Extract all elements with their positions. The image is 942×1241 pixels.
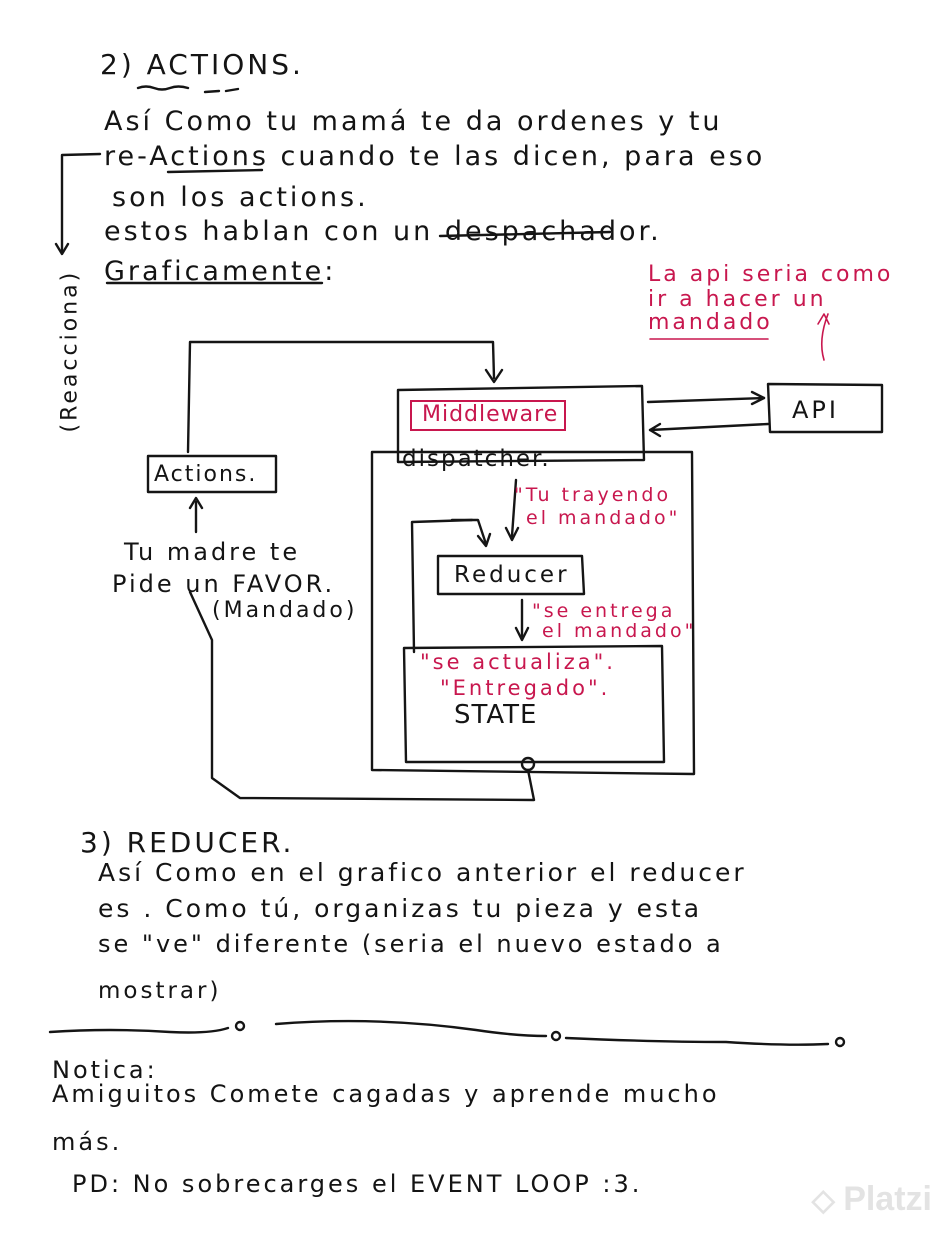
trayendo-1: "Tu trayendo <box>514 484 672 506</box>
reducer-box <box>436 554 586 596</box>
reducer-label: Reducer <box>454 562 570 588</box>
api-note-1: La api seria como <box>648 262 894 287</box>
actions-line-1: Así Como tu mamá te da ordenes y tu <box>104 106 723 137</box>
state-label: STATE <box>454 700 538 730</box>
reducer-line-1: Así Como en el grafico anterior el reduc… <box>98 858 747 887</box>
actualiza-2: "Entregado". <box>440 676 611 700</box>
heading-underline <box>136 85 240 94</box>
madre-3: (Mandado) <box>212 598 358 623</box>
api-note-2: ir a hacer un <box>648 287 827 312</box>
reacciona-label: (Reacciona) <box>57 269 83 433</box>
madre-1: Tu madre te <box>124 538 301 566</box>
actions-line-2: re-Actions cuando te las dicen, para eso <box>104 141 766 172</box>
api-note-3: mandado <box>648 310 773 335</box>
notica-line-2: más. <box>52 1128 123 1156</box>
reducer-line-3: se "ve" diferente (seria el nuevo estado… <box>98 930 724 958</box>
entrega-1: "se entrega <box>532 600 676 622</box>
entrega-2: el mandado" <box>542 620 697 642</box>
platzi-logo-icon: ◇ <box>811 1184 844 1217</box>
notica-heading: Notica: <box>52 1056 158 1084</box>
reducer-heading: 3) REDUCER. <box>80 826 295 859</box>
trayendo-2: el mandado" <box>526 507 681 529</box>
madre-2: Pide un FAVOR. <box>112 570 336 598</box>
reducer-line-2: es . Como tú, organizas tu pieza y esta <box>98 894 703 923</box>
actions-line-3: son los actions. <box>112 182 369 213</box>
notica-line-1: Amiguitos Comete cagadas y aprende mucho <box>52 1080 720 1108</box>
middleware-label: Middleware <box>410 400 567 431</box>
reacciona-bracket <box>60 152 102 254</box>
platzi-watermark: ◇ Platzi <box>811 1180 932 1218</box>
actions-label: Actions. <box>154 462 258 487</box>
dispatcher-box <box>396 384 646 464</box>
actions-heading: 2) ACTIONS. <box>100 48 304 81</box>
outer-loop <box>370 450 696 776</box>
actions-line-5: Graficamente: <box>104 256 337 287</box>
actions-box <box>146 454 278 494</box>
actions-to-middleware-line <box>186 340 496 454</box>
actions-line-4: estos hablan con un despachador. <box>104 216 662 247</box>
dispatcher-label: dispatcher. <box>402 446 551 472</box>
divider-left <box>48 1026 230 1034</box>
divider-right <box>564 1036 830 1046</box>
reducer-line-4: mostrar) <box>98 978 222 1004</box>
api-box <box>766 382 884 434</box>
actualiza-1: "se actualiza". <box>420 650 616 674</box>
api-label: API <box>792 396 839 424</box>
state-box <box>402 644 666 764</box>
pd-line: PD: No sobrecarges el EVENT LOOP :3. <box>72 1170 643 1198</box>
divider-mid <box>274 1019 548 1038</box>
